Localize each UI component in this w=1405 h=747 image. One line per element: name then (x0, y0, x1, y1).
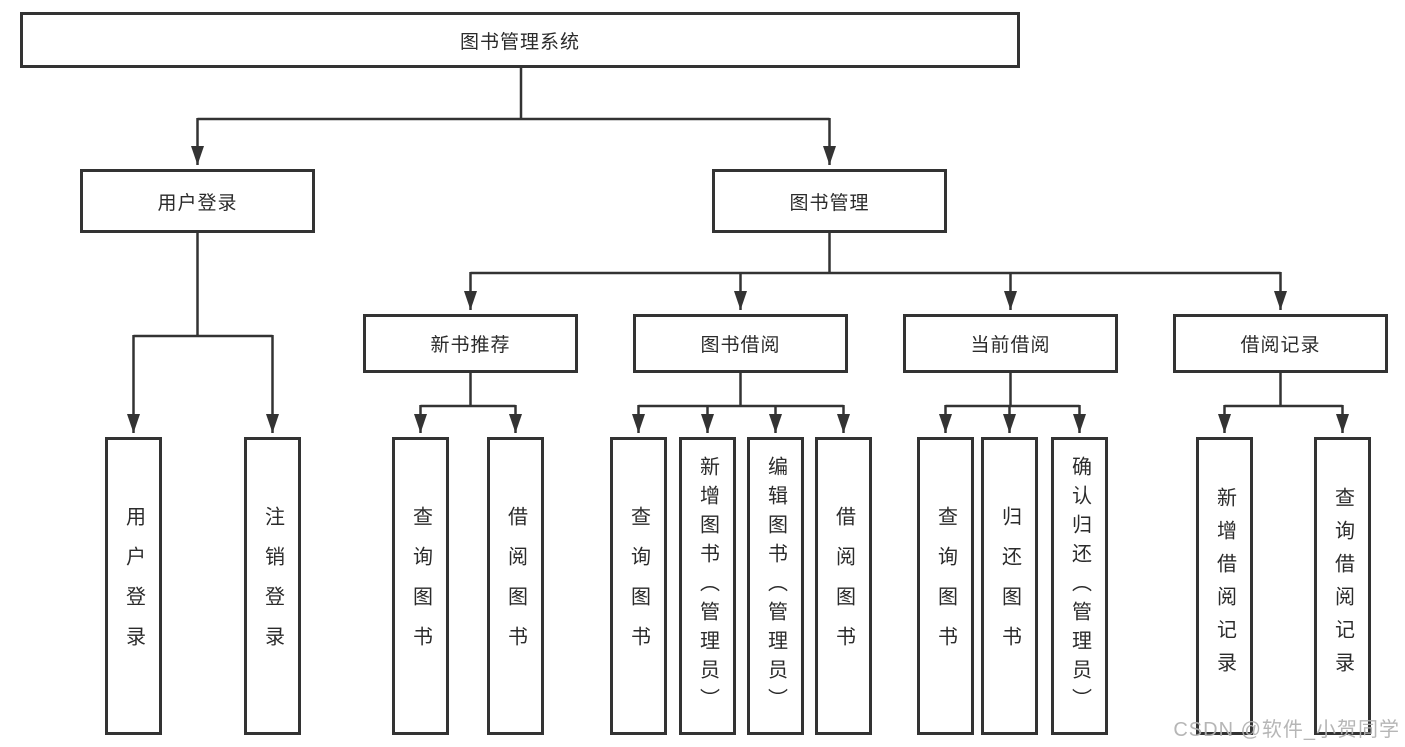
leaf-label: 查询图书 (934, 506, 957, 666)
leaf-label: 新增图书（管理员） (696, 455, 719, 717)
node-leaf-query-book-1: 查询图书 (392, 437, 449, 735)
node-leaf-add-borrow-record: 新增借阅记录 (1196, 437, 1253, 735)
node-leaf-user-login: 用户登录 (105, 437, 162, 735)
leaf-label: 查询图书 (627, 506, 650, 666)
leaf-label: 确认归还（管理员） (1068, 455, 1091, 717)
node-label: 图书管理 (789, 192, 870, 214)
node-leaf-query-book-3: 查询图书 (917, 437, 974, 735)
node-book-management: 图书管理 (712, 169, 947, 233)
node-label: 当前借阅 (970, 335, 1051, 356)
leaf-label: 借阅图书 (504, 506, 527, 666)
node-leaf-return-book: 归还图书 (981, 437, 1038, 735)
node-label: 借阅记录 (1240, 335, 1321, 356)
node-label: 新书推荐 (430, 335, 511, 356)
leaf-label: 新增借阅记录 (1213, 487, 1236, 685)
node-current-borrow: 当前借阅 (903, 314, 1118, 373)
node-borrow-record: 借阅记录 (1173, 314, 1388, 373)
node-label: 图书借阅 (700, 335, 781, 356)
node-leaf-borrow-book-1: 借阅图书 (487, 437, 544, 735)
node-leaf-query-borrow-record: 查询借阅记录 (1314, 437, 1371, 735)
node-book-borrow: 图书借阅 (633, 314, 848, 373)
node-label: 图书管理系统 (459, 31, 580, 53)
leaf-label: 注销登录 (261, 506, 284, 666)
leaf-label: 用户登录 (122, 506, 145, 666)
node-leaf-add-book-admin: 新增图书（管理员） (679, 437, 736, 735)
node-leaf-confirm-return-admin: 确认归还（管理员） (1051, 437, 1108, 735)
leaf-label: 查询图书 (409, 506, 432, 666)
node-leaf-edit-book-admin: 编辑图书（管理员） (747, 437, 804, 735)
node-new-book-recommend: 新书推荐 (363, 314, 578, 373)
leaf-label: 编辑图书（管理员） (764, 455, 787, 717)
node-user-login: 用户登录 (80, 169, 315, 233)
leaf-label: 查询借阅记录 (1331, 487, 1354, 685)
node-root-system: 图书管理系统 (20, 12, 1020, 68)
leaf-label: 归还图书 (998, 506, 1021, 666)
node-label: 用户登录 (157, 192, 238, 214)
leaf-label: 借阅图书 (832, 506, 855, 666)
node-leaf-logout: 注销登录 (244, 437, 301, 735)
node-leaf-query-book-2: 查询图书 (610, 437, 667, 735)
csdn-watermark: CSDN @软件_小贺同学 (1173, 719, 1400, 741)
node-leaf-borrow-book-2: 借阅图书 (815, 437, 872, 735)
